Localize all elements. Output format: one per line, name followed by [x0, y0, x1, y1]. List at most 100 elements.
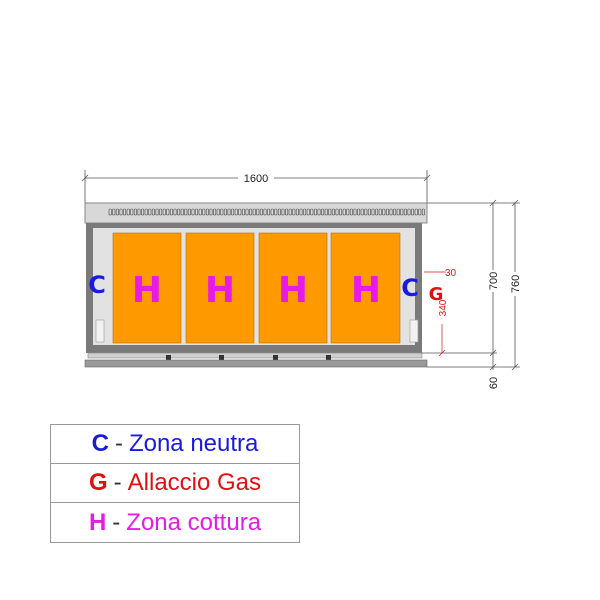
- vent-slot: [418, 208, 422, 216]
- vent-slot: [123, 208, 127, 216]
- base-60-label: 60: [488, 377, 500, 389]
- cooking-zone-4: [330, 232, 401, 344]
- vent-slot: [328, 208, 332, 216]
- zone-h-1: H: [132, 270, 162, 311]
- cooking-zone-2: [185, 232, 255, 344]
- vent-slot: [375, 208, 379, 216]
- vent-slot: [205, 208, 209, 216]
- vent-slot: [353, 208, 357, 216]
- vent-slot: [166, 208, 170, 216]
- gas-offset-label: 30: [445, 268, 457, 279]
- vent-slot: [342, 208, 346, 216]
- vent-slot: [303, 208, 307, 216]
- vent-slot: [220, 208, 224, 216]
- vent-slot: [184, 208, 188, 216]
- legend-item-h: H - Zona cottura: [51, 503, 299, 542]
- width-label: 1600: [244, 173, 268, 185]
- vent-slot: [252, 208, 256, 216]
- vent-slot: [288, 208, 292, 216]
- zone-c-right: C: [401, 274, 419, 302]
- vent-slot: [159, 208, 163, 216]
- zone-c-left: C: [88, 271, 106, 299]
- vent-slot: [407, 208, 411, 216]
- vent-slot: [400, 208, 404, 216]
- vent-slot: [187, 208, 191, 216]
- vent-slot: [191, 208, 195, 216]
- vent-slot: [324, 208, 328, 216]
- vent-slot: [393, 208, 397, 216]
- vent-slot: [238, 208, 242, 216]
- vent-slot: [371, 208, 375, 216]
- vent-slot: [267, 208, 271, 216]
- vent-slot: [367, 208, 371, 216]
- vent-slot: [306, 208, 310, 216]
- vent-slot: [378, 208, 382, 216]
- legend: C - Zona neutra G - Allaccio Gas H - Zon…: [50, 424, 300, 543]
- vent-slot: [108, 208, 112, 216]
- vent-slot: [295, 208, 299, 216]
- vent-slot: [112, 208, 116, 216]
- vent-slot: [249, 208, 253, 216]
- vent-slot: [148, 208, 152, 216]
- vent-slot: [292, 208, 296, 216]
- feet: [166, 355, 331, 360]
- cooking-zone-1: [112, 232, 182, 344]
- vent-slot: [227, 208, 231, 216]
- vent-slot: [346, 208, 350, 216]
- height-dimensions: [422, 199, 520, 371]
- legend-code: C: [91, 430, 109, 457]
- vent-slot: [360, 208, 364, 216]
- vent-slot: [133, 208, 137, 216]
- vent-slot: [155, 208, 159, 216]
- gas-height-label: 340: [438, 299, 449, 316]
- vent-slot: [331, 208, 335, 216]
- gas-connection: G: [429, 284, 444, 305]
- vent-slot: [259, 208, 263, 216]
- vent-slot: [151, 208, 155, 216]
- vent-slot: [411, 208, 415, 216]
- vent-slot: [119, 208, 123, 216]
- vent-slot: [414, 208, 418, 216]
- vent-slot: [403, 208, 407, 216]
- base-plinth: [84, 359, 428, 368]
- vent-slot: [357, 208, 361, 216]
- zone-h-3: H: [278, 270, 308, 311]
- vent-slot: [130, 208, 134, 216]
- vent-slot: [274, 208, 278, 216]
- vent-slot: [169, 208, 173, 216]
- vent-slot: [234, 208, 238, 216]
- vent-slot: [313, 208, 317, 216]
- cooking-zones: [112, 232, 401, 344]
- vent-slot: [270, 208, 274, 216]
- legend-label: Allaccio Gas: [127, 469, 262, 496]
- vent-slot: [195, 208, 199, 216]
- vent-slot: [126, 208, 130, 216]
- vent-slot: [141, 208, 145, 216]
- legend-item-g: G - Allaccio Gas: [51, 464, 299, 503]
- vent-slot: [364, 208, 368, 216]
- vent-slot: [256, 208, 260, 216]
- legend-label: Zona neutra: [128, 430, 259, 457]
- vent-slot: [177, 208, 181, 216]
- legend-code: H: [88, 508, 107, 536]
- vent-slots: [108, 208, 425, 216]
- vent-slot: [202, 208, 206, 216]
- vent-slot: [299, 208, 303, 216]
- vent-slot: [339, 208, 343, 216]
- vent-slot: [216, 208, 220, 216]
- vent-slot: [285, 208, 289, 216]
- vent-slot: [321, 208, 325, 216]
- vent-slot: [173, 208, 177, 216]
- vent-slot: [137, 208, 141, 216]
- vent-slot: [198, 208, 202, 216]
- vent-slot: [115, 208, 119, 216]
- legend-sep: -: [112, 508, 121, 536]
- vent-slot: [421, 208, 425, 216]
- height-700-label: 700: [488, 272, 500, 290]
- legend-label: Zona cottura: [126, 508, 262, 536]
- vent-slot: [389, 208, 393, 216]
- legend-item-c: C - Zona neutra: [51, 425, 299, 464]
- vent-slot: [349, 208, 353, 216]
- vent-slot: [310, 208, 314, 216]
